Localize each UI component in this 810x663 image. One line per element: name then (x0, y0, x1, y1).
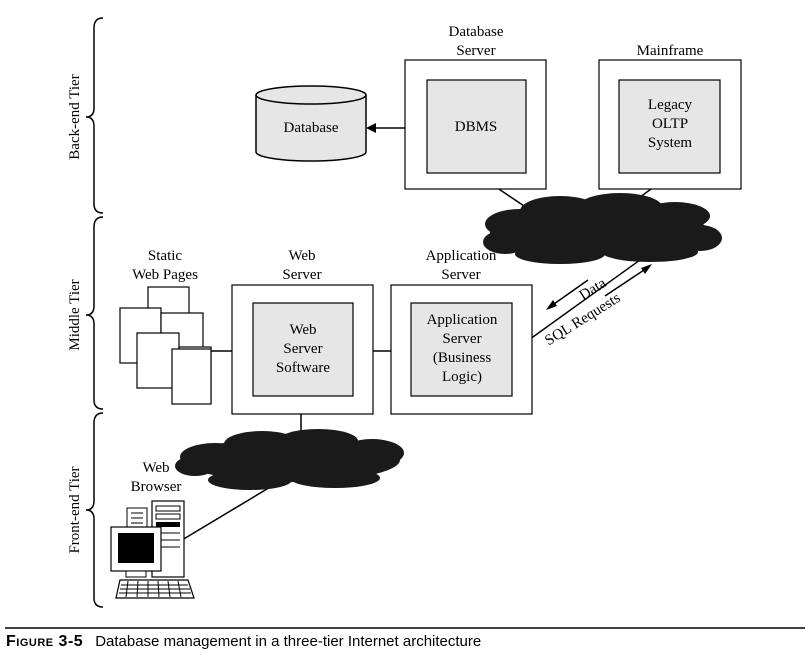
static-pages-label-1: Static (148, 248, 183, 264)
dbms-box (426, 79, 527, 174)
app-to-cloud-line (511, 259, 641, 353)
legacy-oltp-box (618, 79, 721, 174)
static-pages-label-2: Web Pages (132, 267, 198, 283)
data-arrow (553, 279, 589, 305)
sql-arrow (604, 269, 645, 297)
web-server-software-3: Software (276, 360, 330, 376)
frontend-tier-brace (85, 412, 104, 608)
web-browser-label-1: Web (142, 460, 169, 476)
computer-icon (110, 500, 195, 599)
sql-arrowhead (641, 264, 652, 274)
web-server-software-box (252, 302, 354, 397)
dbms-label: DBMS (455, 119, 498, 135)
mainframe-title: Mainframe (637, 43, 704, 59)
middle-tier-label: Middle Tier (67, 279, 83, 350)
business-logic-3: (Business (433, 350, 492, 366)
backend-tier-label: Back-end Tier (67, 74, 83, 159)
caption-label: Figure 3-5 (6, 633, 84, 650)
web-server-title-2: Server (282, 267, 321, 283)
backend-tier-brace (85, 17, 104, 214)
database-server-title-2: Server (456, 43, 495, 59)
browser-to-cloud-line (181, 485, 273, 541)
database-cylinder (255, 85, 367, 162)
figure-caption: Figure 3-5 Database management in a three… (6, 633, 481, 651)
legacy-label-3: System (648, 135, 693, 151)
database-server-title-1: Database (449, 24, 504, 40)
legacy-label-1: Legacy (648, 97, 693, 113)
static-pages-stack (119, 286, 212, 405)
database-label: Database (284, 120, 339, 136)
web-server-software-1: Web (289, 322, 316, 338)
app-server-title-2: Server (441, 267, 480, 283)
app-server-title-1: Application (426, 248, 497, 264)
web-browser-label-2: Browser (131, 479, 182, 495)
middle-tier-brace (85, 216, 104, 410)
legacy-label-2: OLTP (652, 116, 688, 132)
caption-text: Database management in a three-tier Inte… (95, 633, 482, 650)
web-server-software-2: Server (283, 341, 322, 357)
business-logic-2: Server (442, 331, 481, 347)
data-arrowhead (546, 300, 557, 310)
business-logic-box (410, 302, 513, 397)
business-logic-1: Application (427, 312, 498, 328)
internet-cloud (175, 429, 404, 490)
backend-network-cloud (483, 193, 722, 264)
web-server-title-1: Web (288, 248, 315, 264)
arrowhead-left (366, 123, 376, 133)
business-logic-4: Logic) (442, 369, 482, 385)
frontend-tier-label: Front-end Tier (67, 466, 83, 553)
